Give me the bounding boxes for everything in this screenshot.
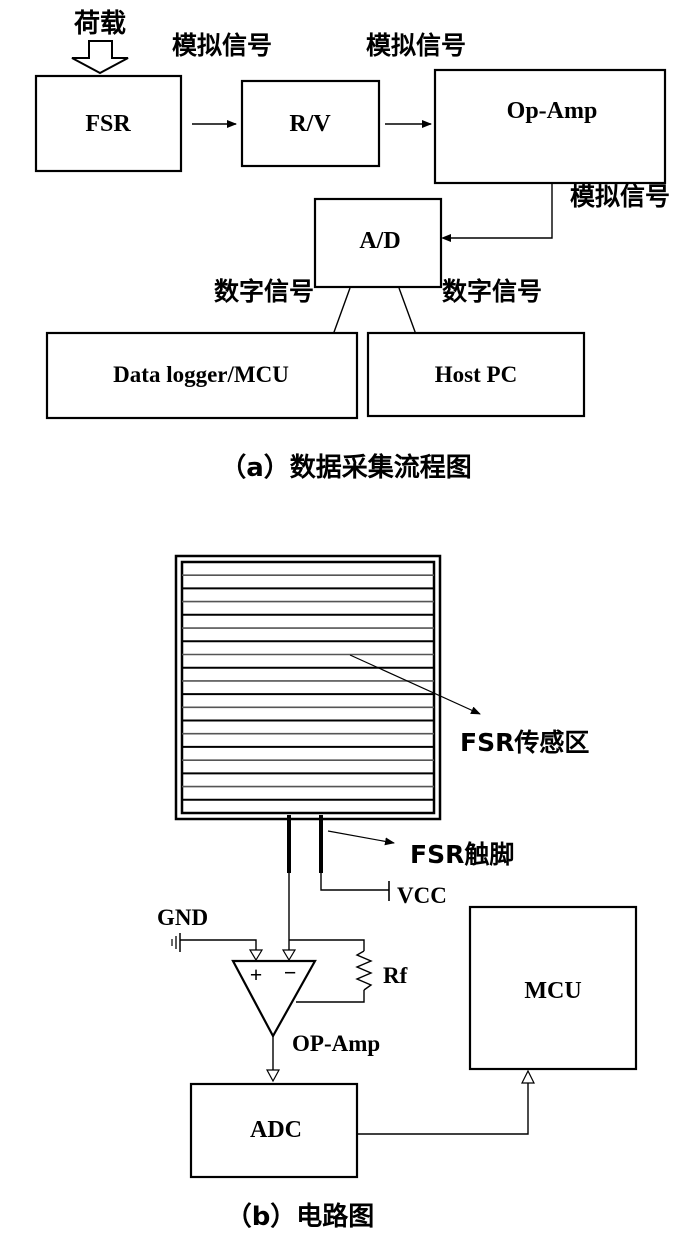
load-label: 荷载 <box>74 9 126 39</box>
arrow-opamp-to-ad <box>448 183 553 239</box>
mcu-label: MCU <box>524 978 581 1004</box>
fsr-box <box>34 74 183 173</box>
edge-label-rv-to-opamp: 模拟信号 <box>366 31 466 60</box>
rv-label: R/V <box>289 111 331 137</box>
gnd-label: GND <box>157 905 208 930</box>
panel-b-circuit: FSR传感区 FSR触脚 VCC GND Rf + − OP-Amp <box>157 554 638 1232</box>
rf-resistor-icon <box>355 950 373 991</box>
caption-b: （b）电路图 <box>226 1201 375 1232</box>
sensor-area-label: FSR传感区 <box>460 728 589 757</box>
adc-box <box>189 1082 359 1179</box>
node-host-pc: Host PC <box>366 331 586 418</box>
logger-box <box>45 331 359 420</box>
node-opamp: Op-Amp <box>433 68 667 185</box>
sensor-inner-frame <box>180 560 436 815</box>
opamp-triangle-icon <box>231 959 317 1039</box>
ad-box <box>313 197 443 289</box>
adc-to-mcu-wire <box>357 1082 529 1135</box>
vcc-wire <box>320 873 389 891</box>
caption-a: （a）数据采集流程图 <box>220 452 472 483</box>
adc-label: ADC <box>250 1117 302 1143</box>
plus-input-arrow-icon <box>248 949 264 962</box>
load-arrow-icon <box>71 40 129 75</box>
logger-label: Data logger/MCU <box>113 362 289 387</box>
arrow-head-ad-icon <box>441 234 451 242</box>
ad-label: A/D <box>359 228 400 254</box>
mcu-block: MCU <box>468 905 638 1071</box>
node-data-logger: Data logger/MCU <box>45 331 359 420</box>
gnd-wire <box>180 939 257 952</box>
pins-label: FSR触脚 <box>410 840 514 869</box>
host-label: Host PC <box>435 362 517 387</box>
sensor-stripes <box>182 574 434 801</box>
adc-input-arrow-icon <box>265 1069 281 1083</box>
host-box <box>366 331 586 418</box>
opamp-minus-sign: − <box>284 960 297 985</box>
vcc-label: VCC <box>397 883 447 908</box>
node-rv: R/V <box>240 79 381 168</box>
ground-icon <box>171 933 181 952</box>
fsr-sensor <box>174 554 442 821</box>
feedback-top-wire <box>289 939 365 951</box>
opamp-label: Op-Amp <box>507 98 598 124</box>
minus-input-arrow-icon <box>281 949 297 962</box>
fsr-label: FSR <box>85 111 131 137</box>
callout-pins-arrow <box>327 830 395 846</box>
panel-a-flowchart: 荷载 FSR 模拟信号 R/V 模拟信号 Op-Amp 模拟信号 A <box>34 9 670 483</box>
edge-label-fsr-to-rv: 模拟信号 <box>172 31 272 60</box>
mcu-box <box>468 905 638 1071</box>
node-ad: A/D <box>313 197 443 289</box>
edge-label-ad-to-host: 数字信号 <box>442 277 542 306</box>
edge-label-ad-to-logger: 数字信号 <box>214 277 314 306</box>
edge-label-opamp-to-ad: 模拟信号 <box>570 182 670 211</box>
node-fsr: FSR <box>34 74 183 173</box>
opamp-box <box>433 68 667 185</box>
feedback-bottom-wire <box>296 990 365 1003</box>
rf-label: Rf <box>383 963 408 988</box>
adc-block: ADC <box>189 1082 359 1179</box>
opamp-label: OP-Amp <box>292 1031 380 1056</box>
callout-sensor-area-arrow <box>349 654 481 715</box>
opamp-plus-sign: + <box>250 962 263 987</box>
rv-box <box>240 79 381 168</box>
mcu-input-arrow-icon <box>521 1069 535 1084</box>
